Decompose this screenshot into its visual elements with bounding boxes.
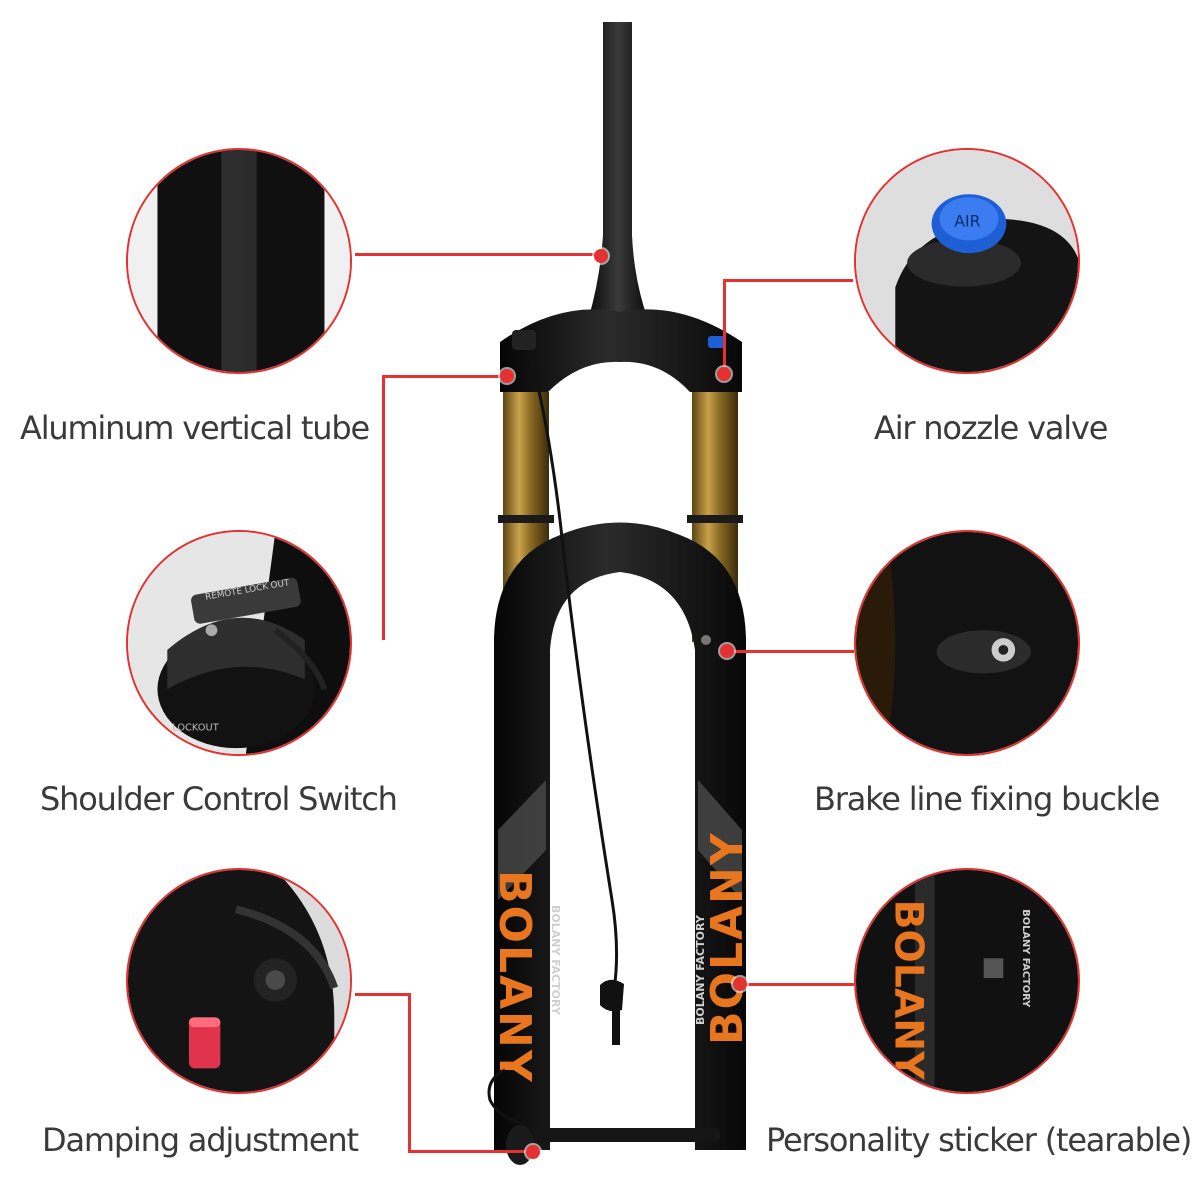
callout-sticker: BOLANY BOLANY FACTORY [854, 868, 1080, 1094]
label-shoulder-switch: Shoulder Control Switch [40, 780, 398, 818]
fork-factory-right: BOLANY FACTORY [694, 914, 707, 1025]
leader-air-v [723, 279, 726, 374]
callout-aluminum-tube [126, 148, 352, 374]
fork-crown [500, 309, 742, 392]
steerer-tube [588, 22, 648, 320]
callout-damping [126, 868, 352, 1094]
leader-damping-h1 [355, 993, 410, 996]
leader-aluminum-h [355, 253, 602, 256]
label-aluminum-tube: Aluminum vertical tube [20, 409, 370, 447]
lower-cable [487, 1068, 531, 1127]
switch-base-text: LOCKOUT [172, 722, 219, 733]
leader-sticker-h [740, 983, 854, 986]
label-air-nozzle: Air nozzle valve [874, 409, 1108, 447]
leader-brake-h [726, 650, 854, 653]
label-sticker: Personality sticker (tearable) [766, 1121, 1192, 1159]
dot-damping [526, 1145, 540, 1159]
sticker-brand: BOLANY [885, 899, 930, 1080]
leader-damping-v [408, 993, 411, 1153]
leader-shoulder-v [382, 375, 385, 640]
callout-shoulder-switch: REMOTE LOCK OUT LOCKOUT [126, 530, 352, 756]
sticker-factory: BOLANY FACTORY [1020, 909, 1031, 1008]
dot-shoulder-switch [500, 369, 514, 383]
fork-brand-left: BOLANY [489, 870, 540, 1084]
label-brake-buckle: Brake line fixing buckle [814, 780, 1160, 818]
dot-air-nozzle [717, 367, 731, 381]
air-valve-cap-text: AIR [954, 212, 980, 231]
remote-cable [526, 344, 619, 991]
dot-brake-buckle [720, 644, 734, 658]
leader-damping-h2 [408, 1150, 533, 1153]
leader-air-h [723, 279, 853, 282]
leader-shoulder-h1 [382, 375, 507, 378]
label-damping: Damping adjustment [42, 1121, 359, 1159]
fork-brand-right: BOLANY [702, 831, 753, 1045]
dot-sticker [733, 977, 747, 991]
callout-air-nozzle: AIR [854, 148, 1080, 374]
fork-factory-left: BOLANY FACTORY [549, 905, 562, 1016]
dot-aluminum-tube [594, 249, 608, 263]
thru-axle [530, 1128, 720, 1142]
callout-brake-buckle [854, 530, 1080, 756]
